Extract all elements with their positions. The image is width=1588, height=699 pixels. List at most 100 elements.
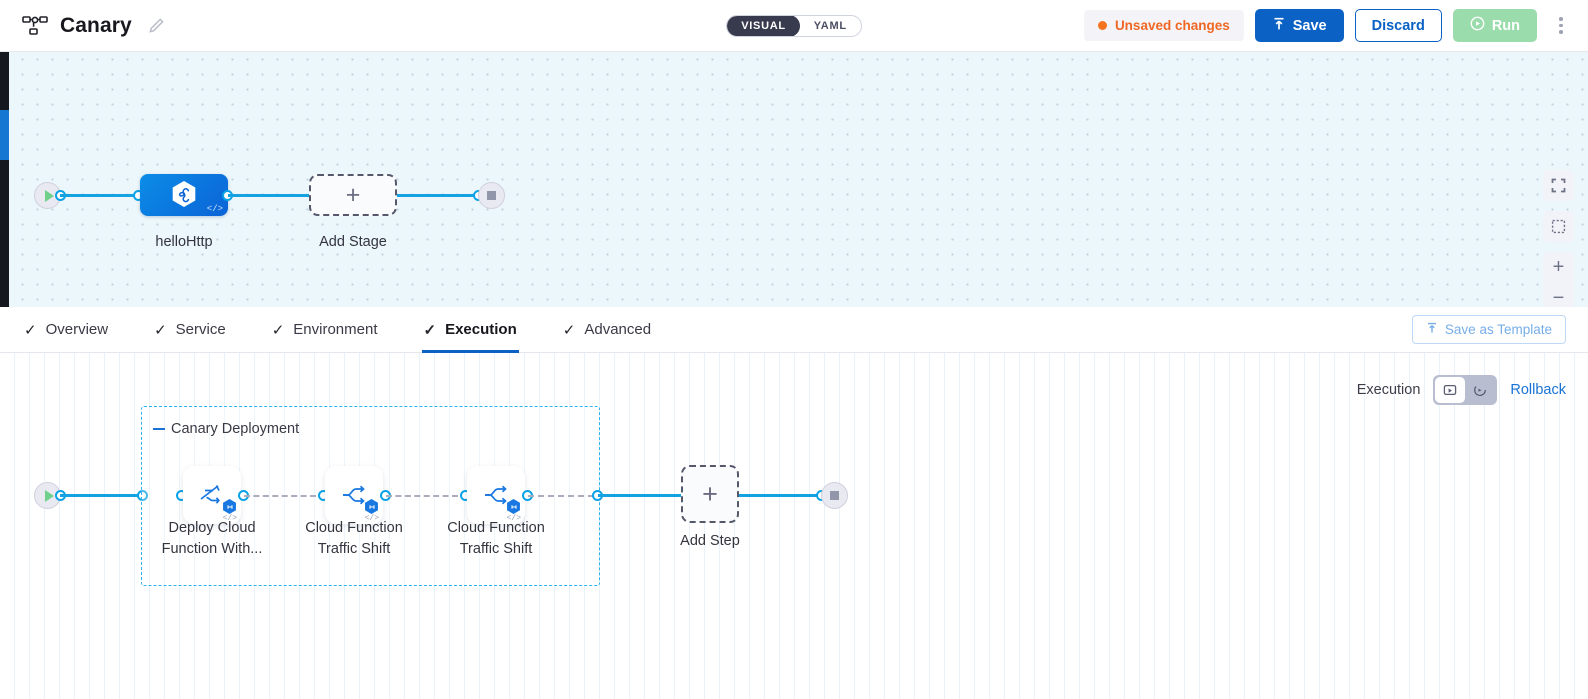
- view-mode-toggle[interactable]: VISUAL YAML: [726, 14, 862, 37]
- pencil-icon[interactable]: [148, 17, 165, 34]
- group-input-port[interactable]: [137, 490, 148, 501]
- start-play-icon: [44, 489, 54, 502]
- tab-advanced[interactable]: ✓ Advanced: [563, 307, 673, 353]
- tab-execution-label: Execution: [445, 321, 517, 338]
- execution-label: Execution: [1356, 382, 1421, 398]
- zoom-in-icon[interactable]: +: [1552, 256, 1565, 278]
- rail-blue-accent: [0, 110, 9, 160]
- step2-label-line1: Cloud Function: [305, 520, 403, 536]
- selection-box-icon[interactable]: [1543, 211, 1574, 242]
- app-header: Canary VISUAL YAML Unsaved changes: [0, 0, 1588, 52]
- stage-canvas[interactable]: </> helloHttp + Add Stage: [0, 52, 1588, 307]
- kebab-menu-icon[interactable]: [1548, 11, 1574, 41]
- stage-node-label: helloHttp: [155, 234, 213, 250]
- edge-addstep-to-end: [739, 494, 823, 497]
- tab-environment-label: Environment: [293, 321, 378, 338]
- check-icon: ✓: [24, 321, 37, 339]
- add-step-label: Add Step: [680, 533, 740, 549]
- tab-service-label: Service: [175, 321, 226, 338]
- save-as-template-label: Save as Template: [1444, 322, 1552, 337]
- edge-stage-to-addstage: [228, 194, 310, 197]
- tab-overview-label: Overview: [45, 321, 109, 338]
- tab-advanced-label: Advanced: [584, 321, 652, 338]
- harness-hex-badge: [223, 499, 236, 514]
- step-label-traffic-shift-2: Cloud Function Traffic Shift: [426, 518, 566, 560]
- step-card-traffic-shift-2[interactable]: </>: [467, 466, 525, 524]
- add-stage-button[interactable]: +: [309, 174, 397, 216]
- save-button[interactable]: Save: [1254, 9, 1344, 42]
- step3-label-line1: Cloud Function: [447, 520, 545, 536]
- header-left: Canary: [22, 14, 165, 38]
- run-button[interactable]: Run: [1452, 9, 1537, 42]
- fit-screen-icon[interactable]: [1543, 170, 1574, 201]
- rail-dark-strip: [0, 52, 9, 307]
- edge-start-to-stage: [60, 194, 144, 197]
- stop-square-icon: [487, 191, 496, 200]
- step-card-traffic-shift-1[interactable]: </>: [325, 466, 383, 524]
- save-as-template-button[interactable]: Save as Template: [1411, 315, 1566, 344]
- harness-hex-badge: [507, 499, 520, 514]
- check-icon: ✓: [154, 321, 167, 339]
- step-code-badge-icon: </>: [222, 514, 237, 523]
- deploy-function-icon: [197, 482, 227, 508]
- step1-label-line1: Deploy Cloud: [168, 520, 256, 536]
- edge-start-to-group: [60, 494, 146, 497]
- traffic-shift-icon: [339, 482, 369, 508]
- step-label-traffic-shift-1: Cloud Function Traffic Shift: [284, 518, 424, 560]
- traffic-shift-icon: [481, 482, 511, 508]
- zoom-controls: + −: [1543, 252, 1574, 307]
- execution-canvas[interactable]: Execution Rollback: [0, 353, 1588, 699]
- step-card-deploy-cloud-function[interactable]: </>: [183, 466, 241, 524]
- header-right: Unsaved changes Save Discard: [1083, 9, 1574, 42]
- view-mode-visual[interactable]: VISUAL: [727, 15, 800, 36]
- tab-environment[interactable]: ✓ Environment: [272, 307, 400, 353]
- harness-hex-badge: [365, 499, 378, 514]
- execution-mode-icon[interactable]: [1435, 377, 1466, 403]
- save-upload-icon: [1272, 17, 1286, 35]
- page-title: Canary: [60, 13, 132, 37]
- stage-code-badge-icon: </>: [206, 204, 223, 214]
- start-play-icon: [44, 189, 54, 202]
- canvas-left-rail: [0, 52, 9, 307]
- canvas-controls: + −: [1543, 170, 1574, 307]
- stage-node-hellohttp[interactable]: </>: [140, 174, 228, 216]
- check-icon: ✓: [562, 321, 576, 339]
- add-step-button[interactable]: +: [681, 465, 739, 523]
- check-icon: ✓: [271, 321, 285, 339]
- collapse-dash-icon[interactable]: [153, 427, 165, 431]
- step-code-badge-icon: </>: [364, 514, 379, 523]
- step-group-title-label: Canary Deployment: [171, 421, 300, 437]
- rollback-mode-icon[interactable]: [1465, 377, 1495, 403]
- pipeline-end-node[interactable]: [478, 182, 505, 209]
- unsaved-changes-label: Unsaved changes: [1114, 18, 1230, 33]
- save-button-label: Save: [1292, 17, 1327, 34]
- rollback-link[interactable]: Rollback: [1510, 382, 1566, 398]
- template-upload-icon: [1426, 322, 1438, 337]
- edge-group-to-addstep: [598, 494, 682, 497]
- view-mode-yaml[interactable]: YAML: [813, 19, 847, 32]
- step-code-badge-icon: </>: [506, 514, 521, 523]
- edge-addstage-to-end: [397, 194, 481, 197]
- tab-execution[interactable]: ✓ Execution: [421, 307, 539, 353]
- edge-step2-to-step3: [386, 495, 458, 497]
- step-label-deploy-cloud-function: Deploy Cloud Function With...: [142, 518, 282, 560]
- add-stage-label: Add Stage: [319, 234, 387, 250]
- execution-mode-row: Execution Rollback: [1357, 375, 1566, 405]
- run-button-label: Run: [1491, 17, 1520, 34]
- zoom-out-icon[interactable]: −: [1552, 287, 1565, 307]
- execution-rollback-toggle[interactable]: [1433, 375, 1498, 405]
- execution-end-node[interactable]: [821, 482, 848, 509]
- unsaved-dot-icon: [1097, 21, 1107, 30]
- header-center: VISUAL YAML: [0, 14, 1588, 37]
- add-stage-plus-icon: +: [345, 180, 361, 209]
- discard-button[interactable]: Discard: [1354, 9, 1442, 42]
- stage-tabbar: ✓ Overview ✓ Service ✓ Environment ✓ Exe…: [0, 307, 1588, 353]
- edge-step1-to-step2: [244, 495, 316, 497]
- tab-service[interactable]: ✓ Service: [154, 307, 248, 353]
- tab-overview[interactable]: ✓ Overview: [24, 307, 130, 353]
- step1-label-line2: Function With...: [161, 541, 263, 557]
- run-play-icon: [1470, 16, 1485, 35]
- stop-square-icon: [830, 491, 839, 500]
- check-icon: ✓: [423, 321, 437, 339]
